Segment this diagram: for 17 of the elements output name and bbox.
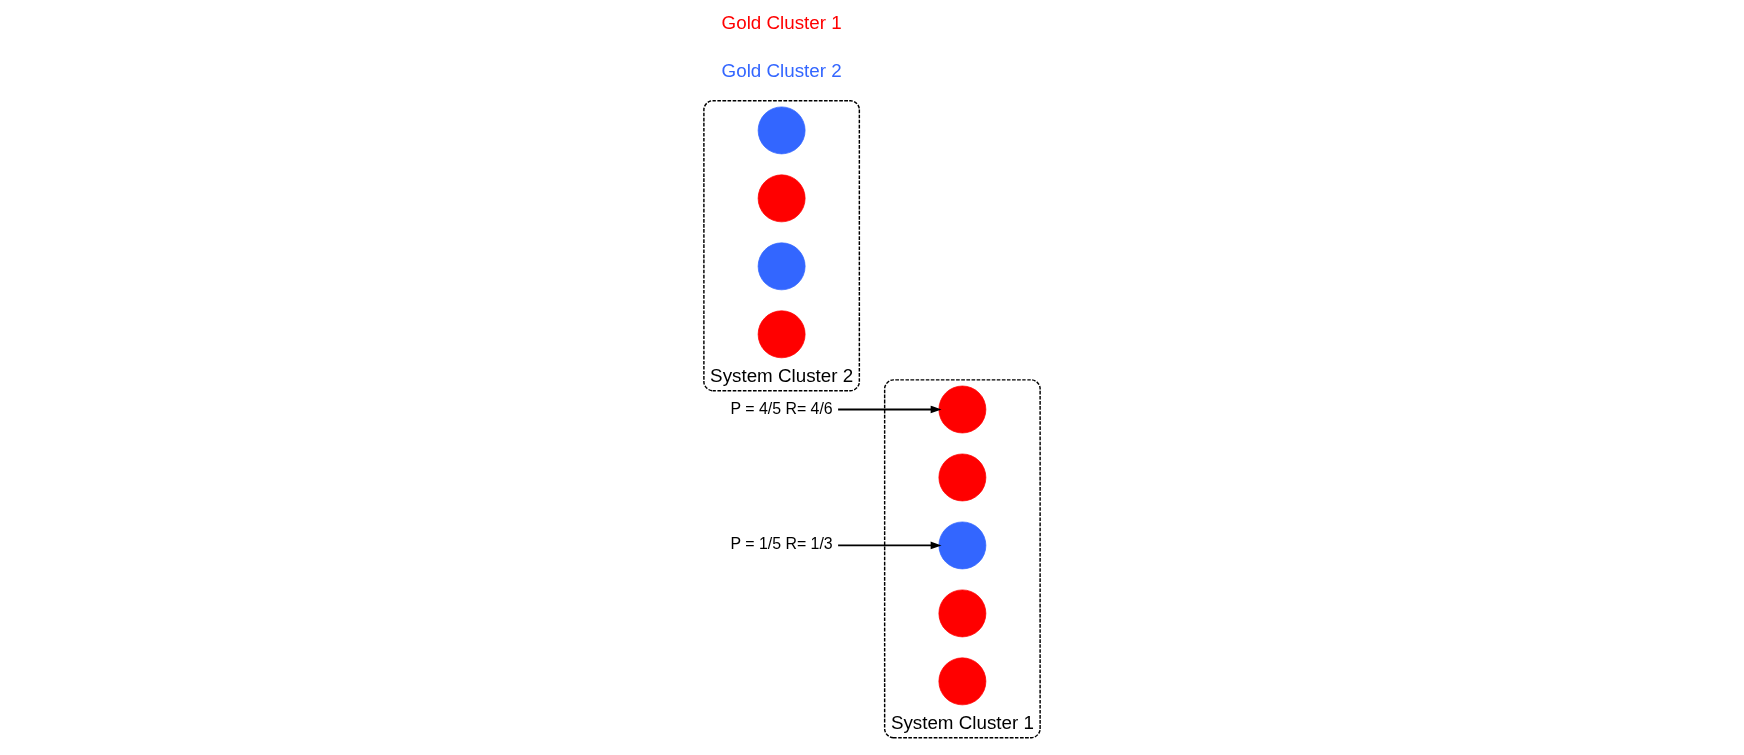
node-circle [757,310,806,359]
node-circle [938,385,987,434]
node-circle [938,453,987,502]
cluster: System Cluster 1 [883,379,1041,739]
node-circle [938,657,987,706]
node-circle [757,106,806,155]
cluster: System Cluster 2 [703,100,861,392]
node-circle [757,242,806,291]
node-text: P = 1/5 R= 1/3 [730,535,833,553]
legend-label: Gold Cluster 1 [721,12,842,34]
node-circle [938,589,987,638]
legend-label: Gold Cluster 2 [721,60,842,82]
arrow [837,541,942,550]
node-text: P = 4/5 R= 4/6 [730,399,833,417]
node-circle [938,521,987,570]
arrow [837,405,942,414]
node-circle [757,174,806,223]
